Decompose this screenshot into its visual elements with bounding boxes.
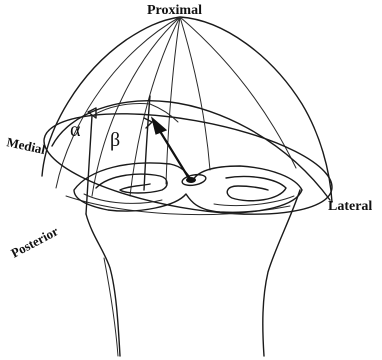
meridian-lines — [56, 17, 296, 196]
posterior-label: Posterior — [8, 223, 60, 260]
beta-symbol: β — [110, 129, 120, 151]
lateral-label: Lateral — [328, 199, 372, 214]
force-vector-arrow — [152, 118, 196, 183]
alpha-symbol: α — [70, 119, 81, 141]
proximal-label: Proximal — [147, 3, 202, 18]
medial-label: Medial — [5, 134, 47, 157]
plateau-contours — [74, 163, 302, 212]
